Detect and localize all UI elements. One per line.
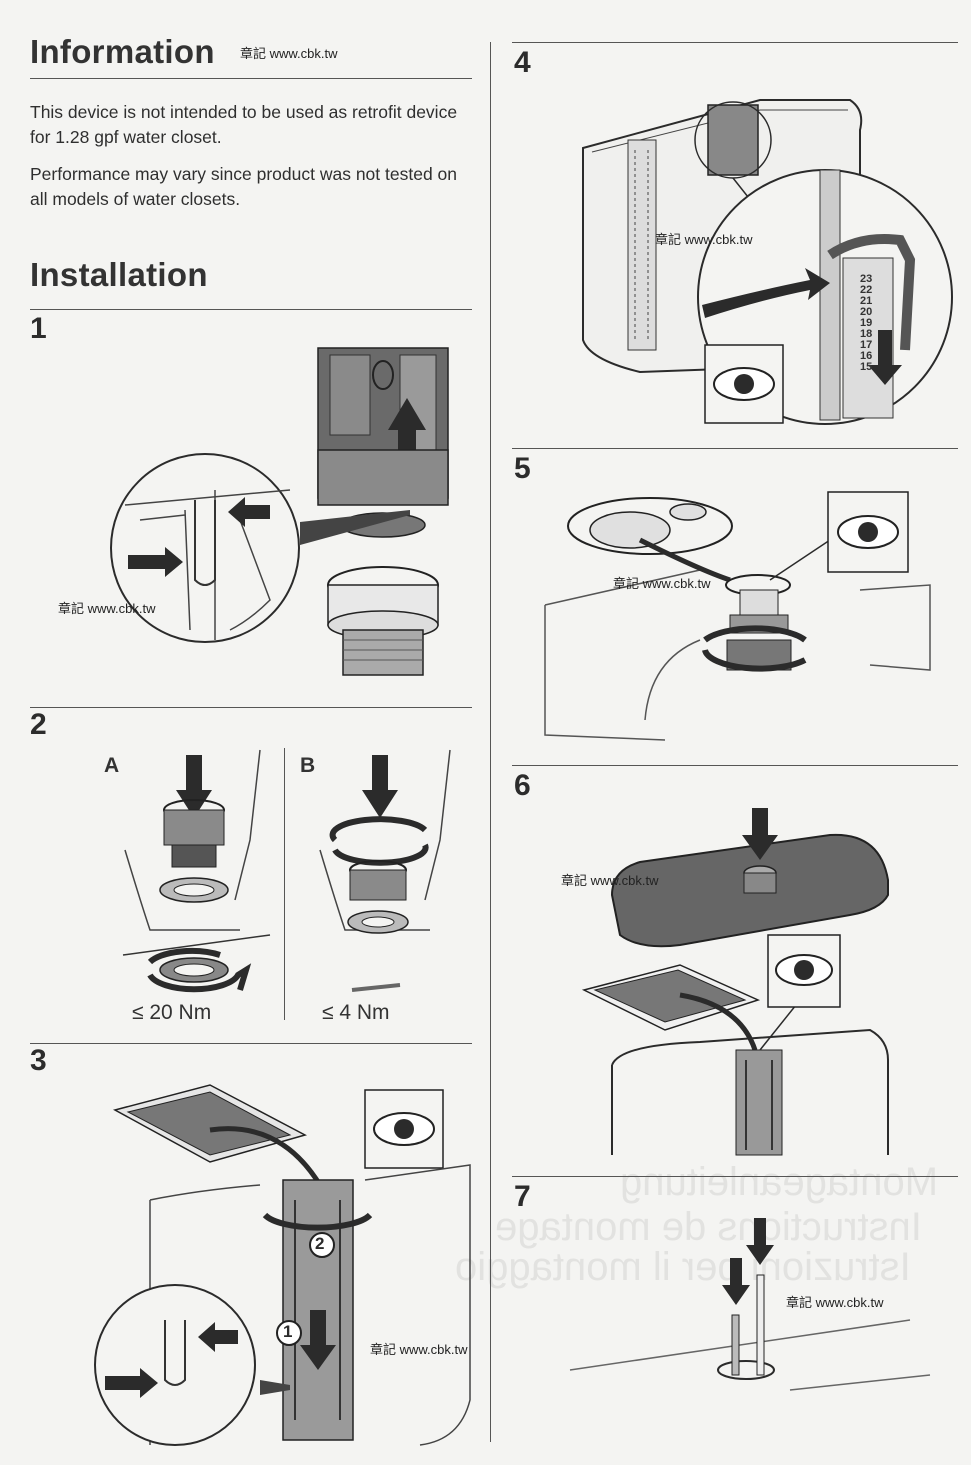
curved-arrow-step-6-icon	[679, 992, 758, 1051]
scale-22: 22	[860, 284, 873, 296]
scale-15: 15	[860, 361, 873, 373]
watermark-step-7: 章記 www.cbk.tw	[786, 1295, 884, 1310]
column-divider	[490, 42, 491, 1442]
down-arrow-step-6-icon	[742, 808, 778, 860]
step-1-rule	[30, 707, 472, 708]
scale-19: 19	[860, 317, 873, 329]
arrow-left-icon	[228, 497, 270, 527]
step-7-number: 7	[514, 1180, 531, 1213]
step-3-marker-1: 1	[283, 1322, 293, 1341]
step-4-rule	[512, 42, 958, 43]
watermark-step-6: 章記 www.cbk.tw	[561, 873, 659, 888]
scale-18: 18	[860, 328, 873, 340]
step-4-scale: 23 22 21 20 19 18 17 16 15	[860, 274, 872, 373]
step-2-label-a: A	[104, 754, 120, 777]
step-2-divider	[284, 748, 285, 1020]
info-paragraph-2: Performance may vary since product was n…	[30, 164, 458, 209]
watermark-step-1: 章記 www.cbk.tw	[58, 601, 156, 616]
arrow-right-icon	[128, 547, 183, 577]
installation-rule	[30, 309, 472, 310]
arrow-left-step-3-icon	[198, 1322, 238, 1352]
scale-21: 21	[860, 295, 873, 307]
info-rule	[30, 78, 472, 79]
step-2-rule	[30, 1043, 472, 1044]
step-6-number: 6	[514, 769, 531, 802]
step-3-marker-2: 2	[315, 1234, 325, 1253]
step-7-rule	[512, 1176, 958, 1177]
down-arrow-b-icon	[362, 755, 398, 818]
step-2-number: 2	[30, 708, 47, 741]
down-arrow-step-7b-icon	[746, 1218, 774, 1265]
step-2-label-b: B	[300, 754, 316, 777]
info-title: Information	[30, 33, 215, 70]
down-arrow-step-7a-icon	[722, 1258, 750, 1305]
installation-title: Installation	[30, 256, 208, 293]
watermark-step-4: 章記 www.cbk.tw	[655, 232, 753, 247]
eye-icon-step-4	[734, 374, 754, 394]
scale-23: 23	[860, 273, 873, 285]
step-2-torque-a: ≤ 20 Nm	[132, 1001, 212, 1024]
watermark-step-3: 章記 www.cbk.tw	[370, 1342, 468, 1357]
arrow-right-step-3-icon	[105, 1368, 158, 1398]
marker-1-badge	[276, 1320, 302, 1346]
step-3-number: 3	[30, 1044, 47, 1077]
down-arrow-step-4-icon	[868, 330, 902, 385]
down-arrow-step-3-icon	[300, 1310, 336, 1370]
eye-icon-step-5	[858, 522, 878, 542]
step-6-rule	[512, 765, 958, 766]
step-5-rule	[512, 448, 958, 449]
up-arrow-icon	[388, 398, 426, 475]
scale-16: 16	[860, 350, 873, 362]
step-4-number: 4	[514, 46, 531, 79]
rotate-a-icon	[147, 947, 252, 993]
rotate-step-3-icon	[262, 1212, 373, 1231]
curved-arrow-step-4-icon	[702, 268, 830, 318]
rotate-step-5-icon	[702, 625, 807, 672]
step-5-number: 5	[514, 452, 531, 485]
curved-arrow-step-5-icon	[638, 537, 731, 583]
marker-2-badge	[309, 1232, 335, 1258]
scale-17: 17	[860, 339, 873, 351]
eye-icon-step-3	[394, 1119, 414, 1139]
down-arrow-a-icon	[176, 755, 212, 818]
info-paragraph-1: This device is not intended to be used a…	[30, 102, 458, 147]
watermark-info: 章記 www.cbk.tw	[240, 46, 338, 61]
watermark-step-5: 章記 www.cbk.tw	[613, 576, 711, 591]
step-2-torque-b: ≤ 4 Nm	[322, 1001, 390, 1024]
eye-icon-step-6	[794, 960, 814, 980]
step-1-number: 1	[30, 312, 47, 345]
scale-20: 20	[860, 306, 873, 318]
